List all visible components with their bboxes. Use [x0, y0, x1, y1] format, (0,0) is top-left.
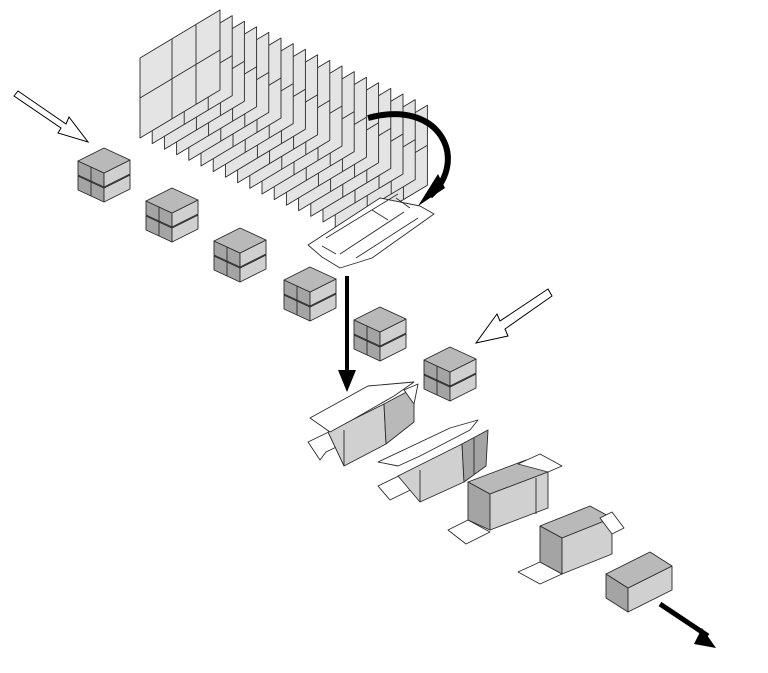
blank-stack	[139, 9, 428, 234]
wrap-stage-2	[377, 419, 489, 503]
blank-drop-arrow	[338, 276, 356, 392]
finished-case	[605, 551, 673, 613]
discharge-arrow	[658, 601, 716, 648]
wrap-stage-3	[447, 453, 563, 545]
single-blank	[307, 193, 435, 269]
product-pack-icon	[77, 147, 131, 203]
product-pack-icon	[145, 187, 199, 243]
wrap-stage-1	[307, 381, 419, 467]
wrap-stage-4	[517, 505, 625, 585]
blank-transfer-arrow	[367, 111, 451, 206]
second-infeed-arrow	[474, 288, 553, 344]
product-infeed-arrow	[13, 90, 90, 143]
wrapping-sequence	[307, 381, 625, 585]
product-group-feed	[77, 147, 477, 402]
carton-blank-icon	[139, 9, 221, 139]
product-pack-icon	[283, 266, 337, 322]
product-pack-icon	[213, 227, 267, 283]
product-pack-icon	[353, 306, 407, 362]
product-pack-icon	[423, 346, 477, 402]
